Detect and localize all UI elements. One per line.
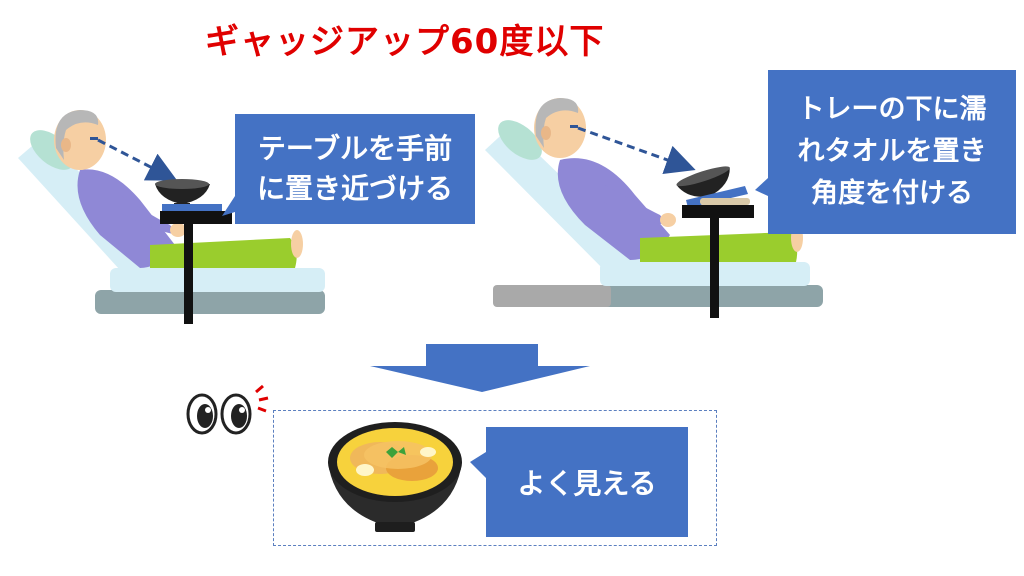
right-bed-base-shade	[493, 285, 611, 307]
katsudon-icon	[328, 422, 462, 532]
bottom-callout-text: よく見える	[517, 467, 657, 500]
right-callout-shape	[755, 70, 1016, 234]
right-hand	[660, 213, 676, 227]
result-box	[273, 410, 717, 546]
bottom-callout-shape	[470, 427, 688, 537]
right-callout-line1: トレーの下に濡	[797, 94, 987, 125]
right-arm	[600, 185, 668, 225]
right-table-leg	[710, 218, 719, 318]
right-backrest	[485, 127, 650, 286]
right-gown	[557, 158, 670, 260]
right-sight-line	[577, 126, 696, 175]
right-eye	[570, 125, 578, 128]
left-arm	[115, 195, 178, 235]
left-eye	[90, 137, 98, 140]
right-callout-line2: れタオルを置き	[797, 136, 987, 167]
right-hair	[535, 98, 579, 148]
left-ear	[61, 138, 71, 152]
left-callout-line2: に置き近づける	[256, 172, 453, 205]
left-table-top	[160, 211, 232, 224]
left-callout-line1: テーブルを手前	[257, 132, 453, 165]
right-ear	[541, 126, 551, 140]
left-bowl-icon	[155, 179, 210, 207]
left-table-leg	[184, 224, 193, 324]
right-callout: トレーの下に濡 れタオルを置き 角度を付ける	[768, 70, 1016, 234]
left-tray	[162, 204, 222, 211]
left-bed-base	[95, 290, 325, 314]
right-table-top	[682, 205, 754, 218]
left-sight-line	[97, 138, 178, 181]
down-arrow	[370, 344, 590, 392]
page-title: ギャッジアップ60度以下	[205, 22, 605, 62]
right-pillow	[498, 120, 542, 160]
left-callout-shape	[222, 114, 475, 224]
left-scene	[18, 110, 325, 324]
left-hand	[170, 223, 186, 237]
right-wet-towel	[700, 198, 750, 205]
right-scene	[485, 98, 823, 318]
left-gown	[77, 169, 175, 268]
left-hair	[55, 110, 99, 160]
right-callout-line3: 角度を付ける	[811, 178, 973, 209]
left-callout: テーブルを手前 に置き近づける	[235, 114, 475, 224]
left-foot	[291, 230, 303, 258]
right-mattress	[600, 262, 810, 286]
bottom-callout: よく見える	[486, 427, 688, 537]
eyes-icon	[186, 384, 269, 435]
